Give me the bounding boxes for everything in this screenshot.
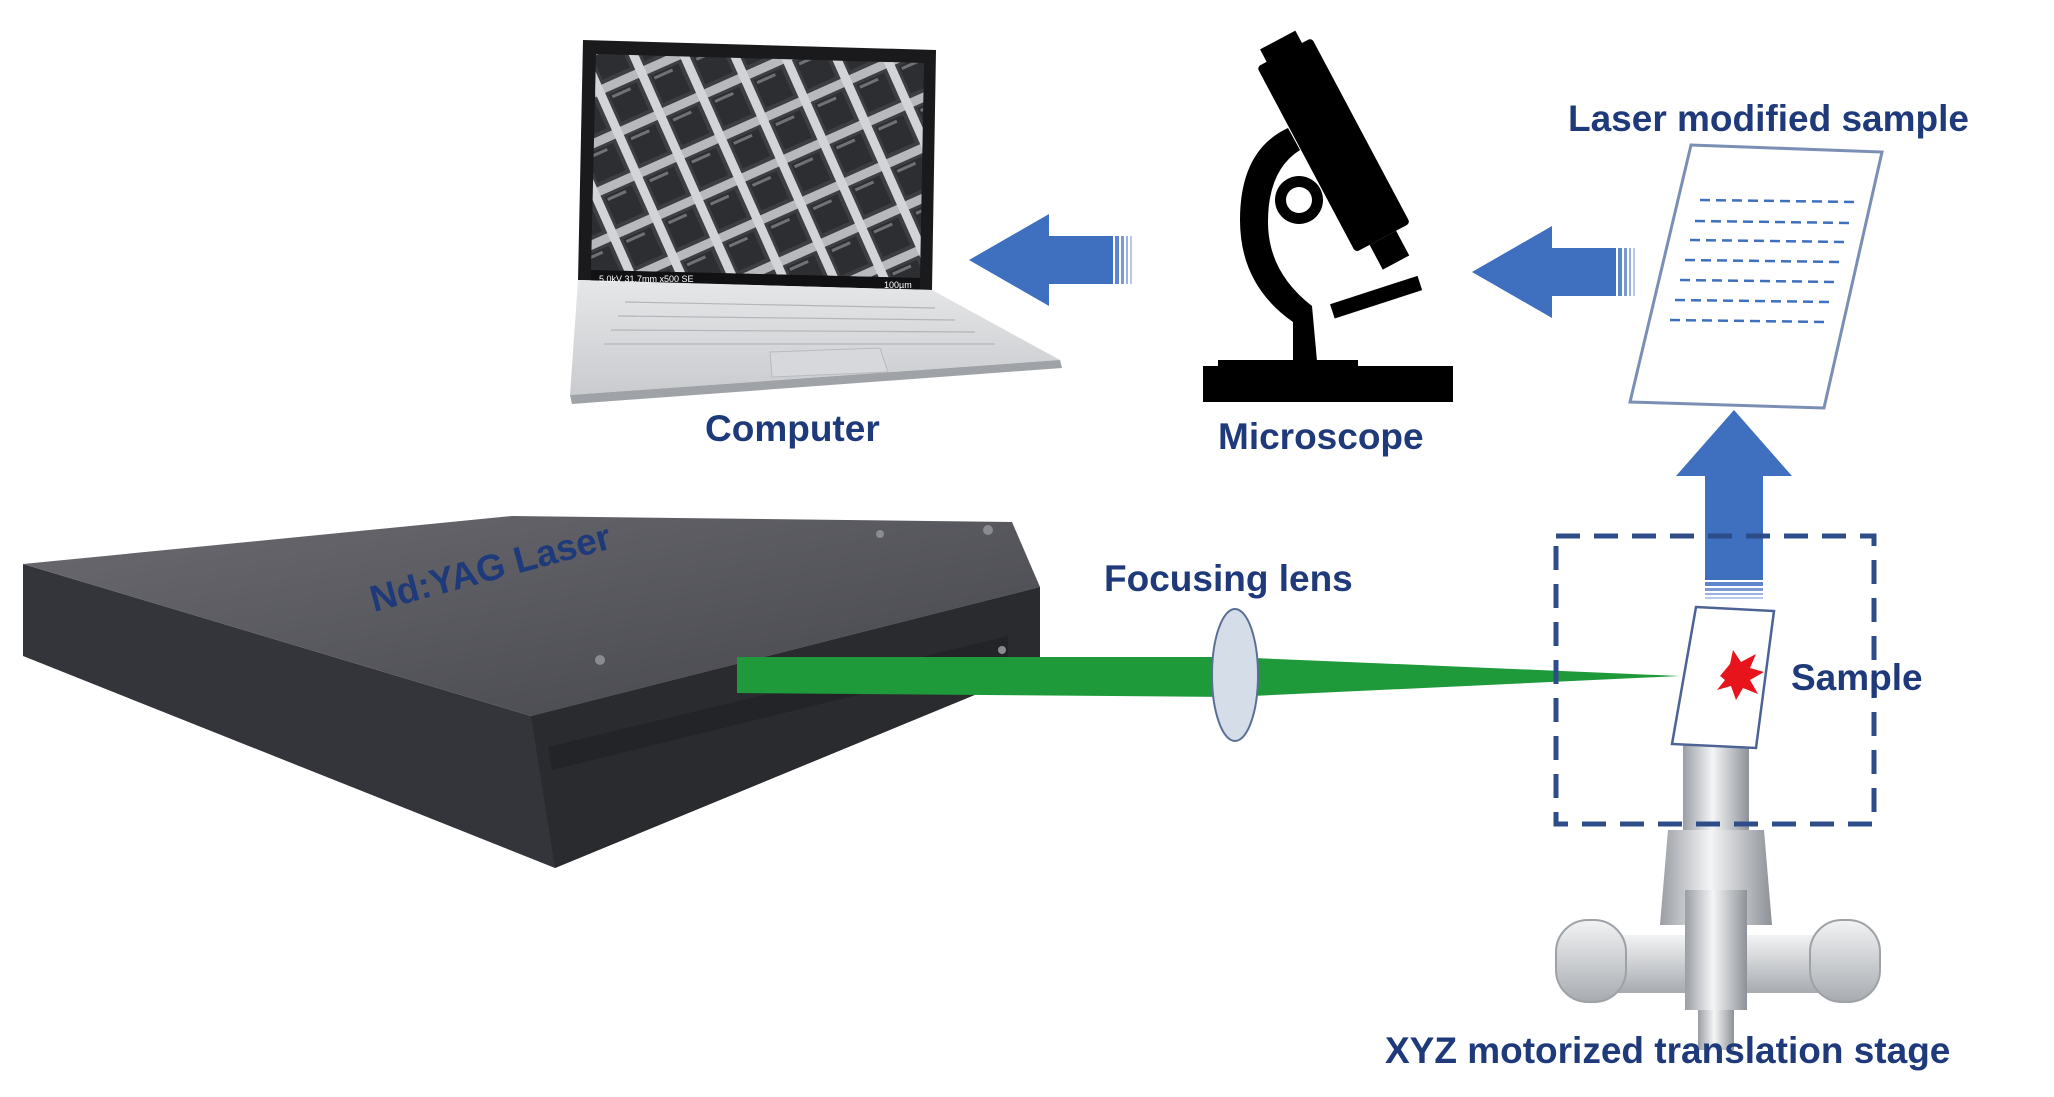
laptop-keys (604, 301, 995, 345)
laser-track-lines (1669, 198, 1859, 324)
sample-label: Sample (1791, 657, 1923, 698)
translation-stage-icon (1555, 740, 1881, 1050)
laser-spot-icon (1717, 650, 1764, 700)
laptop-front-edge (570, 360, 1062, 404)
microscope-arm (1240, 128, 1318, 372)
focusing-lens-icon (1211, 608, 1259, 742)
arrow-stage-to-modified-sample (1676, 410, 1792, 599)
laser-top-screws (595, 525, 1006, 665)
microscope-focus-knob-center (1286, 187, 1312, 213)
microscope-foot (1218, 360, 1358, 372)
microscope-label: Microscope (1218, 416, 1424, 457)
sem-image (591, 54, 924, 278)
stage-lower-body (1685, 890, 1747, 1010)
arrow-sample-to-microscope (1472, 226, 1635, 318)
stage-column (1683, 740, 1749, 830)
microscope-stage (1330, 275, 1423, 319)
laser-housing-top (23, 516, 1040, 716)
focusing-lens-label: Focusing lens (1104, 558, 1353, 599)
microscope-eyepiece (1260, 30, 1305, 68)
computer-label: Computer (705, 408, 880, 449)
laser-beam (737, 657, 1680, 697)
stage-knob-right (1809, 919, 1881, 1003)
arrow-microscope-to-computer (969, 214, 1132, 306)
stage-knob-left (1555, 919, 1627, 1003)
laptop-trackpad (769, 347, 889, 378)
laser-modified-sample-sheet (1628, 143, 1884, 410)
laptop-icon (570, 40, 1062, 404)
stage-area-box (1553, 533, 1877, 827)
microscope-icon (1203, 30, 1453, 402)
microscope-objective (1369, 230, 1410, 270)
sem-info-text: 5.0kV 31.7mm x500 SE (599, 274, 694, 284)
stage-label: XYZ motorized translation stage (1385, 1030, 1951, 1071)
sem-scale-text: 100µm (884, 280, 912, 290)
microscope-tube (1258, 39, 1409, 251)
sem-info-bar (591, 270, 920, 289)
laptop-keyboard-deck (570, 280, 1060, 395)
stage-screw (1698, 1010, 1734, 1050)
laser-modified-sample-label: Laser modified sample (1568, 98, 1969, 139)
